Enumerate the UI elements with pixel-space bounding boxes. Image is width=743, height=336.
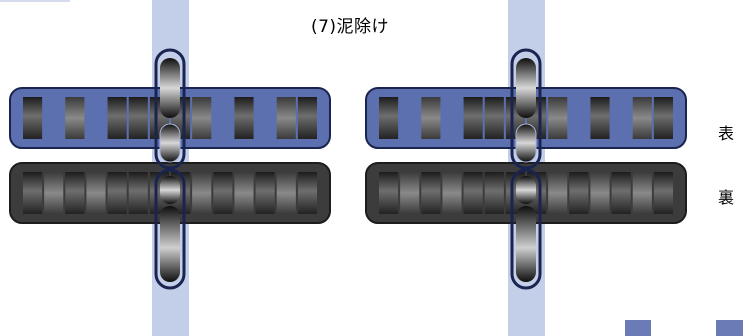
clip-outline-bottom [154,168,186,290]
front-stripe [632,97,652,139]
front-stripe [255,97,275,139]
front-stripe [611,97,631,139]
front-stripe [107,97,127,139]
clip-top-upper [516,58,536,118]
back-stripe [44,172,64,214]
clip-top-lower [159,123,181,163]
front-stripe [548,97,568,139]
front-stripe [23,97,43,139]
front-stripe [44,97,64,139]
back-stripe [421,172,441,214]
clip-top-lower [515,123,537,163]
corner-square [716,320,743,336]
back-stripe [234,172,254,214]
clip-top-upper [160,58,180,118]
front-stripe [65,97,85,139]
back-stripe [65,172,85,214]
front-stripe [590,97,610,139]
front-stripe [128,97,148,139]
front-stripe [379,97,399,139]
back-stripe [379,172,399,214]
clip-outline-bottom [510,168,542,290]
clip-bottom-upper [516,176,536,204]
top-edge-strip [0,0,70,2]
back-stripe [548,172,568,214]
back-stripe [484,172,504,214]
back-label: 裏 [718,188,735,207]
clip-bottom-lower [516,206,536,282]
clip-bottom-lower [160,206,180,282]
back-stripe [569,172,589,214]
front-stripe [276,97,296,139]
front-stripe [86,97,106,139]
diagram-title: (7)泥除け [310,17,390,37]
front-stripe [297,97,317,139]
back-stripe [442,172,462,214]
back-stripe [255,172,275,214]
front-stripe [234,97,254,139]
clip-bottom-upper [160,176,180,204]
clip-outline-top [154,48,186,170]
back-stripe [463,172,483,214]
back-stripe [297,172,317,214]
front-stripe [463,97,483,139]
back-stripe [632,172,652,214]
front-stripe [442,97,462,139]
back-stripe [128,172,148,214]
front-label: 表 [718,124,735,143]
back-stripe [590,172,610,214]
back-stripe [23,172,43,214]
front-stripe [192,97,212,139]
back-stripe [86,172,106,214]
back-stripe [400,172,420,214]
back-stripe [611,172,631,214]
front-stripe [213,97,233,139]
back-stripe [192,172,212,214]
front-stripe [400,97,420,139]
front-stripe [484,97,504,139]
front-stripe [421,97,441,139]
back-stripe [213,172,233,214]
back-stripe [276,172,296,214]
back-stripe [653,172,673,214]
clip-outline-top [510,48,542,170]
front-stripe [569,97,589,139]
back-stripe [107,172,127,214]
front-stripe [653,97,673,139]
corner-square [625,320,651,336]
